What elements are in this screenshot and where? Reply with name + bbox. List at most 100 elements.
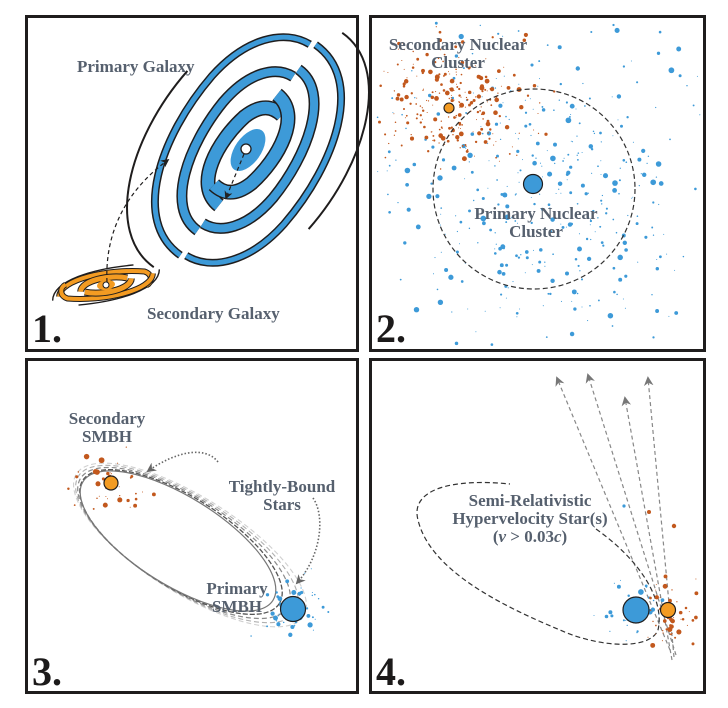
primary-cluster-star — [549, 207, 551, 209]
primary-cluster-star — [624, 274, 628, 278]
primary-cluster-star — [546, 44, 549, 46]
secondary-cluster-star — [446, 139, 450, 143]
primary-cluster-star — [652, 234, 655, 236]
primary-cluster-star — [567, 153, 570, 156]
ejected-star — [647, 510, 651, 514]
primary-remnant-star — [657, 613, 659, 615]
primary-cluster-star — [655, 161, 662, 167]
secondary-nuclear-smbh — [443, 102, 455, 114]
secondary-cluster-star — [486, 101, 488, 103]
primary-cluster-star — [632, 141, 634, 143]
primary-cluster-star — [516, 316, 518, 318]
primary-cluster-star — [495, 77, 497, 80]
secondary-cluster-star — [455, 71, 457, 73]
secondary-cluster-star — [494, 97, 499, 103]
secondary-remnant-star — [694, 591, 699, 596]
hvs-open-paren: ( — [493, 527, 499, 546]
primary-cluster-star — [481, 196, 485, 201]
secondary-cluster-star — [402, 107, 406, 111]
secondary-cluster-star — [419, 121, 422, 124]
primary-cluster-star — [481, 132, 484, 135]
primary-cluster-star — [499, 138, 502, 141]
primary-cluster-star — [404, 167, 411, 174]
primary-cluster-star — [468, 154, 471, 156]
secondary-smbh — [103, 475, 119, 491]
secondary-bound-star — [142, 491, 143, 493]
primary-bound-star — [317, 598, 320, 600]
primary-cluster-star — [658, 30, 662, 34]
primary-cluster-star — [581, 151, 583, 154]
primary-cluster-star — [627, 214, 629, 217]
primary-cluster-star — [392, 112, 394, 114]
primary-cluster-star — [530, 63, 534, 67]
primary-cluster-star — [605, 212, 608, 215]
primary-cluster-star — [578, 122, 581, 125]
secondary-cluster-star — [430, 131, 432, 133]
secondary-cluster-star — [448, 93, 450, 95]
primary-cluster-star — [569, 103, 575, 109]
primary-cluster-star — [624, 307, 626, 309]
secondary-bound-star — [94, 469, 100, 475]
primary-cluster-star — [590, 30, 593, 34]
primary-cluster-star — [505, 204, 510, 209]
primary-cluster-star — [617, 254, 623, 261]
primary-cluster-star — [499, 263, 504, 268]
primary-cluster-star — [564, 271, 570, 276]
secondary-cluster-star — [399, 97, 404, 102]
primary-cluster-star — [458, 243, 461, 245]
primary-cluster-star — [666, 253, 668, 255]
bound-stars-label-line1: Tightly-Bound — [229, 477, 336, 496]
primary-cluster-star — [502, 192, 508, 198]
primary-cluster-star — [395, 159, 397, 161]
primary-cluster-star — [541, 108, 546, 112]
secondary-cluster-star — [479, 85, 485, 91]
secondary-remnant-star — [678, 610, 683, 615]
primary-cluster-star — [522, 159, 523, 161]
primary-cluster-star — [550, 217, 555, 222]
secondary-cluster-star — [433, 117, 438, 122]
secondary-cluster-star — [482, 118, 484, 120]
primary-cluster-star — [428, 93, 432, 98]
secondary-cluster-star — [402, 82, 406, 86]
primary-bound-star — [270, 611, 275, 616]
primary-cluster-star — [558, 99, 560, 101]
primary-cluster-star — [397, 201, 399, 204]
secondary-cluster-star — [384, 133, 387, 136]
primary-bound-star — [310, 568, 312, 570]
primary-remnant-star — [627, 594, 630, 598]
secondary-cluster-label-line1: Secondary Nuclear — [389, 35, 528, 54]
primary-cluster-star — [655, 267, 659, 271]
secondary-cluster-star — [453, 99, 455, 101]
primary-bound-star — [297, 591, 302, 596]
secondary-cluster-star — [449, 78, 455, 84]
primary-cluster-star — [524, 124, 528, 128]
secondary-remnant-star — [650, 642, 656, 648]
primary-cluster-star — [479, 24, 481, 27]
primary-cluster-star — [612, 188, 617, 193]
primary-cluster-star — [577, 264, 580, 267]
hvs-close-paren: ) — [562, 527, 568, 546]
primary-cluster-star — [517, 172, 519, 174]
primary-cluster-star — [612, 135, 614, 137]
primary-cluster-star — [505, 263, 509, 267]
primary-cluster-star — [568, 115, 571, 118]
primary-cluster-star — [611, 96, 613, 98]
secondary-cluster-star — [412, 50, 414, 53]
primary-cluster-star — [499, 307, 501, 309]
secondary-remnant-star — [654, 633, 656, 635]
secondary-cluster-star — [487, 132, 489, 134]
primary-cluster-star — [584, 192, 588, 196]
secondary-remnant-star — [686, 624, 688, 626]
secondary-cluster-star — [532, 83, 537, 88]
secondary-cluster-star — [512, 73, 516, 77]
secondary-cluster-star — [459, 106, 461, 108]
secondary-remnant-star — [649, 609, 652, 612]
secondary-cluster-star — [495, 156, 497, 159]
primary-cluster-star — [547, 292, 550, 295]
primary-bound-star — [265, 593, 270, 597]
secondary-bound-star — [95, 481, 101, 487]
primary-cluster-star — [415, 224, 421, 230]
secondary-cluster-star — [492, 133, 494, 135]
primary-cluster-star — [571, 300, 573, 302]
primary-cluster-star — [434, 21, 438, 25]
